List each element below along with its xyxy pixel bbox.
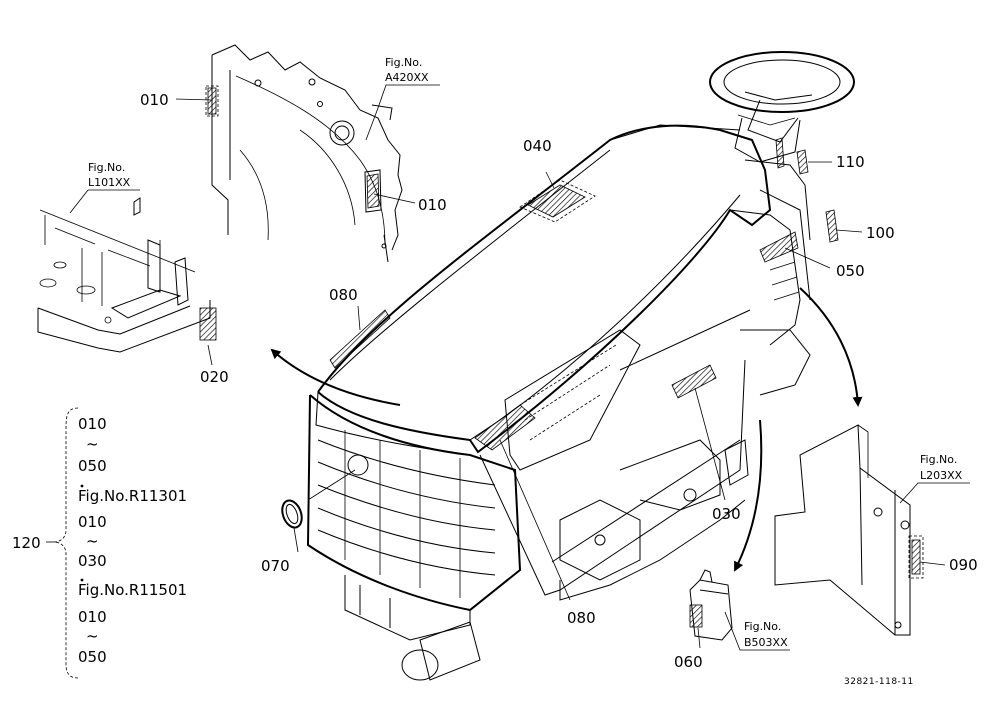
fig-ref-a420-line2: A420XX	[385, 71, 429, 84]
callout-010-right: 010	[418, 196, 447, 214]
fig-ref-l203-line2: L203XX	[920, 469, 963, 482]
figure-references: Fig.No. A420XX Fig.No. L101XX Fig.No. L2…	[88, 56, 963, 649]
callout-080-top: 080	[329, 286, 358, 304]
callout-010-top: 010	[140, 91, 169, 109]
fig-ref-a420-line1: Fig.No.	[385, 56, 422, 69]
callout-060: 060	[674, 653, 703, 671]
assembly-arrows	[270, 287, 863, 572]
mower-body	[306, 51, 855, 681]
callout-090: 090	[949, 556, 978, 574]
kit-item: Fig.No.R11501	[78, 581, 187, 599]
kit-number: 120	[12, 534, 41, 552]
kit-item: 050	[78, 648, 107, 666]
callout-070: 070	[261, 557, 290, 575]
kit-item: 050	[78, 457, 107, 475]
panel-inset-l203	[774, 424, 924, 636]
kit-item: 010	[78, 415, 107, 433]
callout-labels: 010 010 020 030 040 050 060 070 080 080 …	[140, 91, 978, 671]
fig-ref-l203-line1: Fig.No.	[920, 453, 957, 466]
fig-ref-b503-line2: B503XX	[744, 636, 788, 649]
callout-030: 030	[712, 505, 741, 523]
kit-item: ~	[86, 627, 99, 645]
fig-ref-l101-line2: L101XX	[88, 176, 131, 189]
callout-080-bottom: 080	[567, 609, 596, 627]
leader-lines	[69, 84, 970, 651]
callout-040: 040	[523, 137, 552, 155]
kit-item: 010	[78, 513, 107, 531]
fig-ref-b503-line1: Fig.No.	[744, 620, 781, 633]
callout-050: 050	[836, 262, 865, 280]
callout-020: 020	[200, 368, 229, 386]
kit-item: 010	[78, 608, 107, 626]
fig-ref-l101-line1: Fig.No.	[88, 161, 125, 174]
kit-list: 120 010 ~ 050 Fig.No.R11301 010 ~ 030 Fi…	[12, 407, 187, 679]
part-inset-b503	[689, 569, 733, 641]
kit-item: Fig.No.R11301	[78, 487, 187, 505]
bracket-inset-l101	[37, 197, 217, 353]
kit-item: ~	[86, 532, 99, 550]
frame-inset-a420	[205, 44, 403, 263]
callout-100: 100	[866, 224, 895, 242]
kit-item: ~	[86, 435, 99, 453]
drawing-reference: 32821-118-11	[844, 677, 914, 687]
kit-item: 030	[78, 552, 107, 570]
callout-110: 110	[836, 153, 865, 171]
badge-part-070	[281, 499, 303, 529]
